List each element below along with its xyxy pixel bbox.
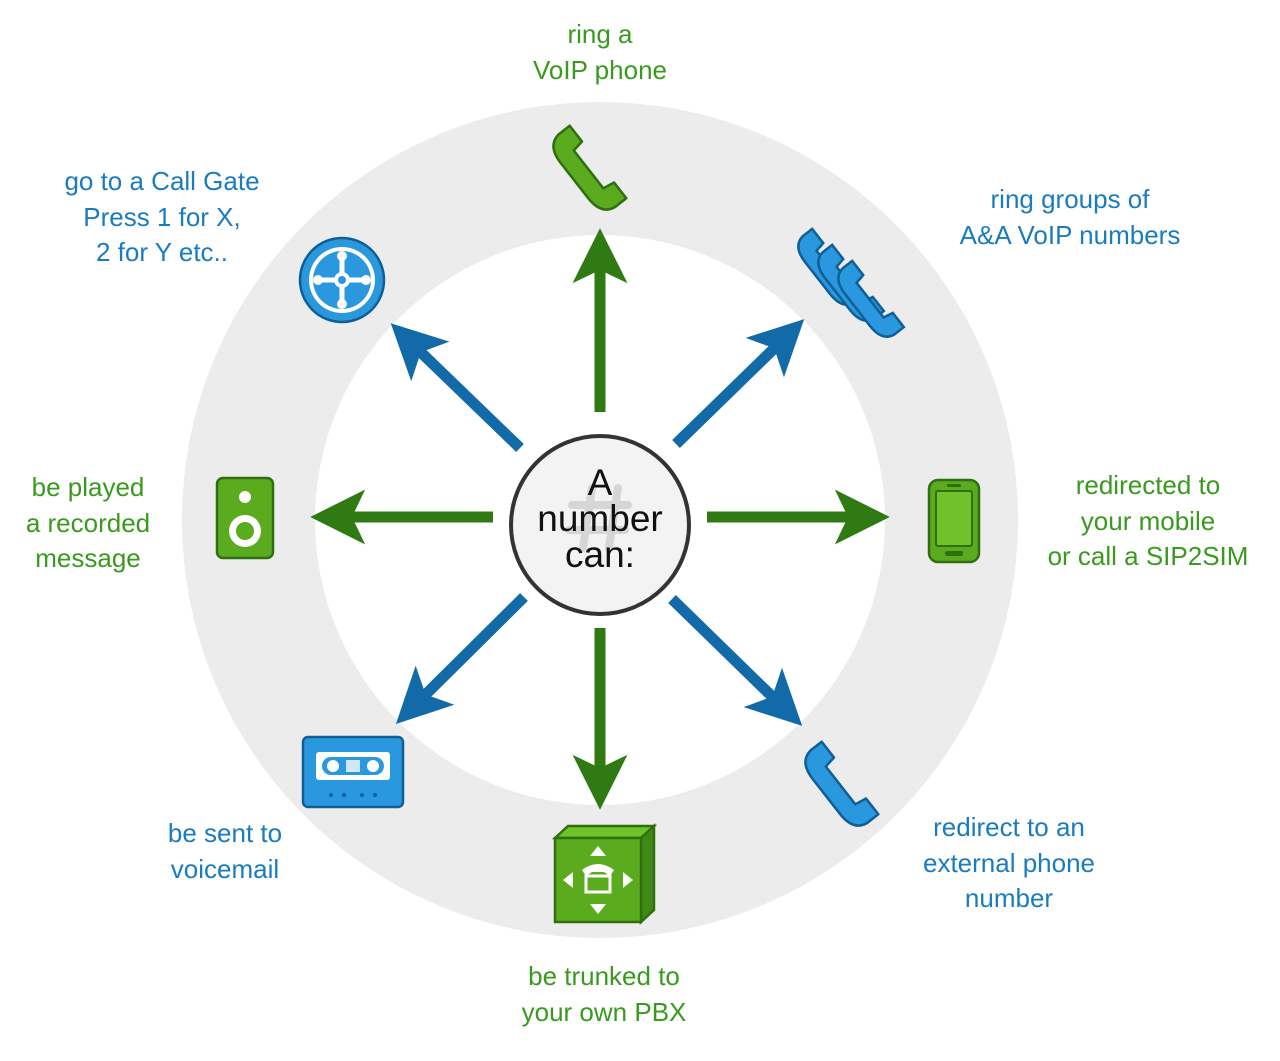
label-recorded: be played a recorded message — [26, 470, 150, 577]
phone-handset-icon — [552, 124, 628, 211]
arrows — [310, 228, 890, 810]
label-line: number — [964, 883, 1054, 913]
label-line: A&A VoIP numbers — [959, 219, 1181, 250]
label-line: ring groups of — [990, 184, 1150, 214]
label-external: redirect to an external phone number — [923, 810, 1095, 917]
label-mobile: redirected to your mobile or call a SIP2… — [1048, 468, 1249, 575]
label-line: redirected to — [1075, 470, 1221, 500]
center-line-1: A — [587, 462, 613, 503]
label-line: go to a Call Gate — [64, 166, 260, 196]
label-line: be played — [31, 472, 145, 502]
arrow-down-right — [668, 595, 803, 726]
label-line: be trunked to — [528, 961, 680, 991]
label-line: voicemail — [170, 853, 280, 884]
phone-handset-icon-external — [804, 740, 880, 827]
arrow-up-left — [390, 323, 524, 452]
arrow-up-right — [672, 319, 805, 448]
label-voip-phone: ring a VoIP phone — [533, 17, 667, 88]
call-gate-dial-icon — [298, 236, 386, 324]
center-line-2: number — [537, 498, 663, 539]
label-line: or call a SIP2SIM — [1047, 541, 1249, 571]
label-line: Press 1 for X, — [83, 201, 241, 232]
center-line-3: can: — [565, 534, 635, 575]
arrow-down-left — [395, 593, 528, 724]
label-line: external phone — [922, 847, 1096, 878]
label-line: your mobile — [1080, 505, 1216, 536]
label-line: ring a — [567, 19, 633, 49]
speaker-icon — [215, 476, 275, 560]
pbx-box-icon — [551, 823, 658, 925]
label-line: redirect to an — [933, 812, 1085, 842]
label-line: a recorded — [25, 507, 151, 538]
label-line: message — [35, 543, 141, 573]
hash-icon — [565, 484, 632, 552]
label-voicemail: be sent to voicemail — [168, 816, 282, 887]
label-ring-groups: ring groups of A&A VoIP numbers — [960, 182, 1181, 253]
label-line: be sent to — [167, 818, 283, 848]
label-line: your own PBX — [521, 996, 687, 1027]
label-call-gate: go to a Call Gate Press 1 for X, 2 for Y… — [64, 164, 259, 271]
label-line: VoIP phone — [533, 54, 667, 85]
cassette-tape-icon — [301, 735, 405, 809]
center-circle — [509, 434, 691, 616]
label-pbx: be trunked to your own PBX — [522, 959, 687, 1030]
mobile-phone-icon — [927, 478, 981, 564]
label-line: 2 for Y etc.. — [95, 237, 228, 267]
multiple-handsets-icon — [797, 227, 906, 338]
center-label: A number can: — [537, 462, 663, 575]
